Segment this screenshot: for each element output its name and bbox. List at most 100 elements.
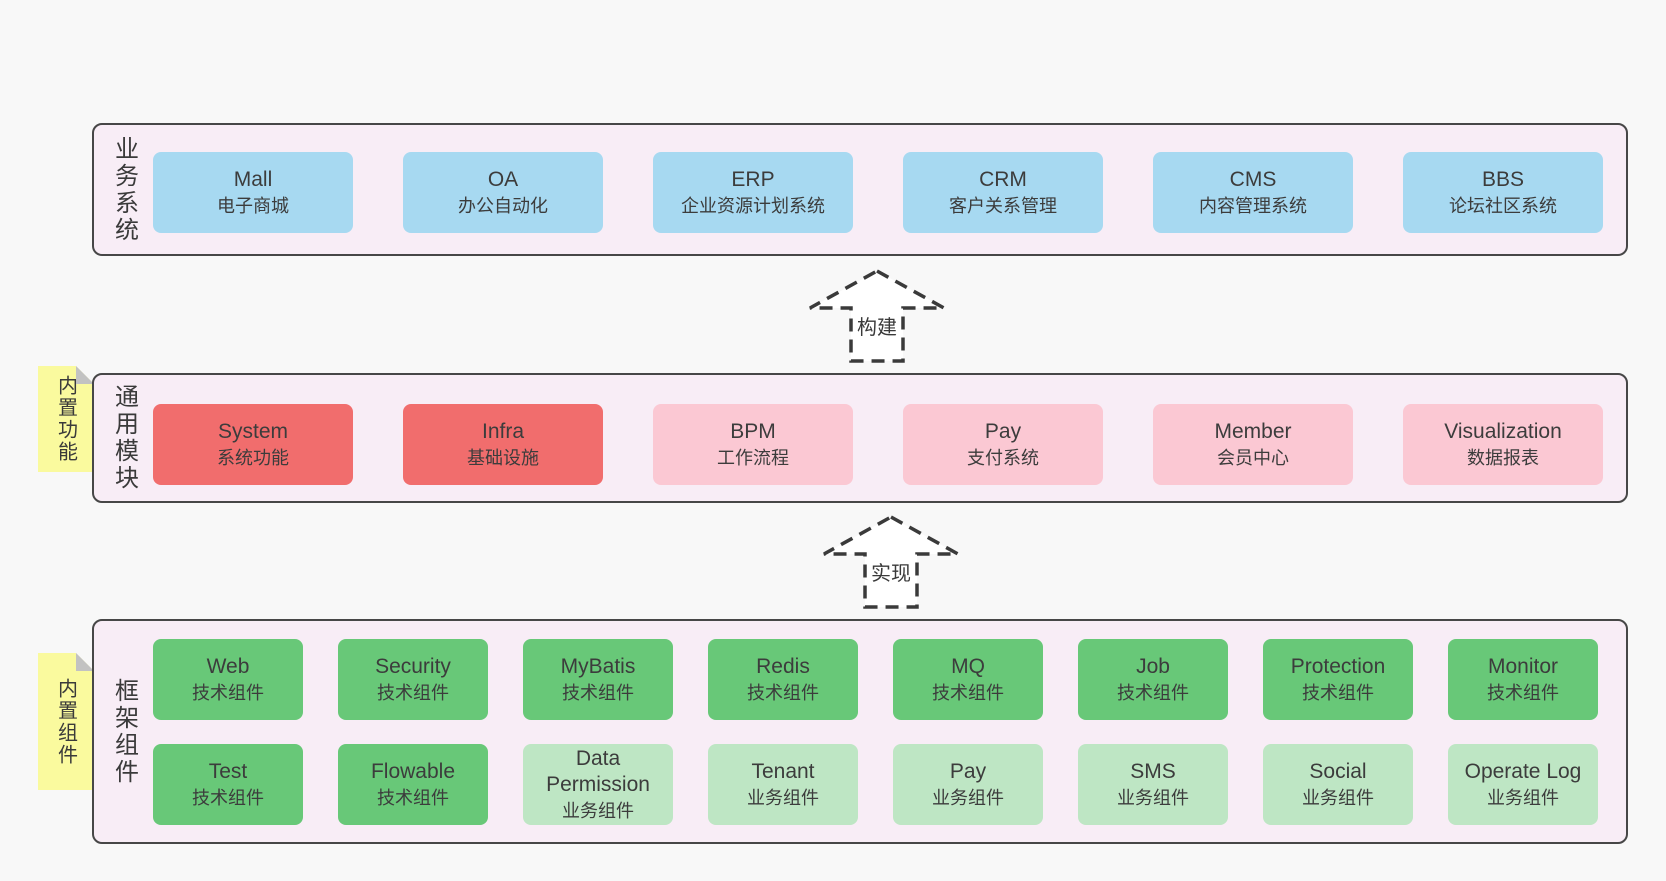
box-subtitle: 业务组件 xyxy=(1302,787,1374,808)
box-subtitle: 技术组件 xyxy=(747,682,819,703)
box-subtitle: 技术组件 xyxy=(562,682,634,703)
box-mybatis: MyBatis 技术组件 xyxy=(523,639,673,720)
box-subtitle: 会员中心 xyxy=(1217,447,1289,468)
build-arrow-label: 构建 xyxy=(854,311,900,340)
box-flowable: Flowable 技术组件 xyxy=(338,744,488,825)
box-title: MyBatis xyxy=(560,654,636,678)
box-title: Redis xyxy=(756,654,810,678)
box-title: System xyxy=(217,419,288,443)
box-subtitle: 工作流程 xyxy=(717,447,789,468)
box-test: Test 技术组件 xyxy=(153,744,303,825)
business-systems-panel: 业务系统 Mall 电子商城 OA 办公自动化 ERP 企业资源计划系统 CRM… xyxy=(92,123,1628,256)
box-pay-component: Pay 业务组件 xyxy=(893,744,1043,825)
business-systems-row: Mall 电子商城 OA 办公自动化 ERP 企业资源计划系统 CRM 客户关系… xyxy=(153,152,1603,233)
box-title: Pay xyxy=(984,419,1022,443)
box-subtitle: 论坛社区系统 xyxy=(1449,195,1557,216)
common-modules-panel: 通用模块 System 系统功能 Infra 基础设施 BPM 工作流程 Pay… xyxy=(92,373,1628,503)
box-title: Job xyxy=(1136,654,1170,678)
box-subtitle: 技术组件 xyxy=(377,682,449,703)
box-subtitle: 技术组件 xyxy=(1487,682,1559,703)
box-title: SMS xyxy=(1130,759,1176,783)
box-subtitle: 技术组件 xyxy=(1117,682,1189,703)
common-modules-row: System 系统功能 Infra 基础设施 BPM 工作流程 Pay 支付系统… xyxy=(153,404,1603,485)
box-subtitle: 业务组件 xyxy=(562,800,634,821)
box-monitor: Monitor 技术组件 xyxy=(1448,639,1598,720)
box-security: Security 技术组件 xyxy=(338,639,488,720)
box-subtitle: 业务组件 xyxy=(932,787,1004,808)
box-title: Security xyxy=(375,654,451,678)
box-title: Web xyxy=(206,654,250,678)
box-tenant: Tenant 业务组件 xyxy=(708,744,858,825)
box-subtitle: 业务组件 xyxy=(747,787,819,808)
box-subtitle: 电子商城 xyxy=(217,195,289,216)
box-title: Data Permission xyxy=(546,746,650,796)
box-title: BPM xyxy=(730,419,776,443)
box-visualization: Visualization 数据报表 xyxy=(1403,404,1603,485)
box-subtitle: 数据报表 xyxy=(1467,447,1539,468)
box-member: Member 会员中心 xyxy=(1153,404,1353,485)
build-arrow: 构建 xyxy=(807,268,947,364)
box-title: Social xyxy=(1309,759,1367,783)
box-title: Visualization xyxy=(1444,419,1562,443)
box-mq: MQ 技术组件 xyxy=(893,639,1043,720)
box-subtitle: 系统功能 xyxy=(217,447,289,468)
box-title: MQ xyxy=(951,654,985,678)
box-title: Pay xyxy=(949,759,987,783)
box-data-permission: Data Permission 业务组件 xyxy=(523,744,673,825)
box-title: Test xyxy=(208,759,248,783)
box-title: ERP xyxy=(731,167,775,191)
sticky-note-builtin-features: 内置功能 xyxy=(38,366,94,472)
box-erp: ERP 企业资源计划系统 xyxy=(653,152,853,233)
box-subtitle: 支付系统 xyxy=(967,447,1039,468)
box-title: OA xyxy=(487,167,519,191)
box-job: Job 技术组件 xyxy=(1078,639,1228,720)
common-modules-label: 通用模块 xyxy=(110,384,138,492)
box-title: CMS xyxy=(1229,167,1277,191)
box-protection: Protection 技术组件 xyxy=(1263,639,1413,720)
box-subtitle: 企业资源计划系统 xyxy=(681,195,825,216)
implement-arrow-label: 实现 xyxy=(868,557,914,586)
box-redis: Redis 技术组件 xyxy=(708,639,858,720)
box-title: Infra xyxy=(481,419,525,443)
box-title: Monitor xyxy=(1487,654,1559,678)
box-subtitle: 业务组件 xyxy=(1487,787,1559,808)
box-operate-log: Operate Log 业务组件 xyxy=(1448,744,1598,825)
box-pay-system: Pay 支付系统 xyxy=(903,404,1103,485)
box-subtitle: 技术组件 xyxy=(932,682,1004,703)
framework-components-label: 框架组件 xyxy=(110,677,138,786)
implement-arrow: 实现 xyxy=(821,514,961,610)
box-title: Mall xyxy=(233,167,273,191)
framework-components-panel: 框架组件 Web 技术组件 Security 技术组件 MyBatis 技术组件… xyxy=(92,619,1628,844)
box-title: CRM xyxy=(979,167,1027,191)
box-subtitle: 客户关系管理 xyxy=(949,195,1057,216)
box-title: Tenant xyxy=(751,759,815,783)
box-system: System 系统功能 xyxy=(153,404,353,485)
box-subtitle: 技术组件 xyxy=(377,787,449,808)
box-subtitle: 办公自动化 xyxy=(458,195,548,216)
framework-row-1: Web 技术组件 Security 技术组件 MyBatis 技术组件 Redi… xyxy=(153,639,1598,720)
box-bbs: BBS 论坛社区系统 xyxy=(1403,152,1603,233)
business-systems-label: 业务系统 xyxy=(110,135,138,244)
box-subtitle: 技术组件 xyxy=(1302,682,1374,703)
box-subtitle: 基础设施 xyxy=(467,447,539,468)
box-title: Operate Log xyxy=(1464,759,1582,783)
box-bpm: BPM 工作流程 xyxy=(653,404,853,485)
box-infra: Infra 基础设施 xyxy=(403,404,603,485)
box-crm: CRM 客户关系管理 xyxy=(903,152,1103,233)
box-sms: SMS 业务组件 xyxy=(1078,744,1228,825)
box-subtitle: 技术组件 xyxy=(192,682,264,703)
framework-row-2: Test 技术组件 Flowable 技术组件 Data Permission … xyxy=(153,744,1598,825)
sticky-note-builtin-components: 内置组件 xyxy=(38,653,94,790)
box-mall: Mall 电子商城 xyxy=(153,152,353,233)
box-title: Protection xyxy=(1290,654,1386,678)
box-social: Social 业务组件 xyxy=(1263,744,1413,825)
box-subtitle: 内容管理系统 xyxy=(1199,195,1307,216)
box-oa: OA 办公自动化 xyxy=(403,152,603,233)
box-title: Member xyxy=(1214,419,1292,443)
box-subtitle: 技术组件 xyxy=(192,787,264,808)
box-title: BBS xyxy=(1481,167,1525,191)
box-cms: CMS 内容管理系统 xyxy=(1153,152,1353,233)
box-title: Flowable xyxy=(370,759,456,783)
box-web: Web 技术组件 xyxy=(153,639,303,720)
box-subtitle: 业务组件 xyxy=(1117,787,1189,808)
